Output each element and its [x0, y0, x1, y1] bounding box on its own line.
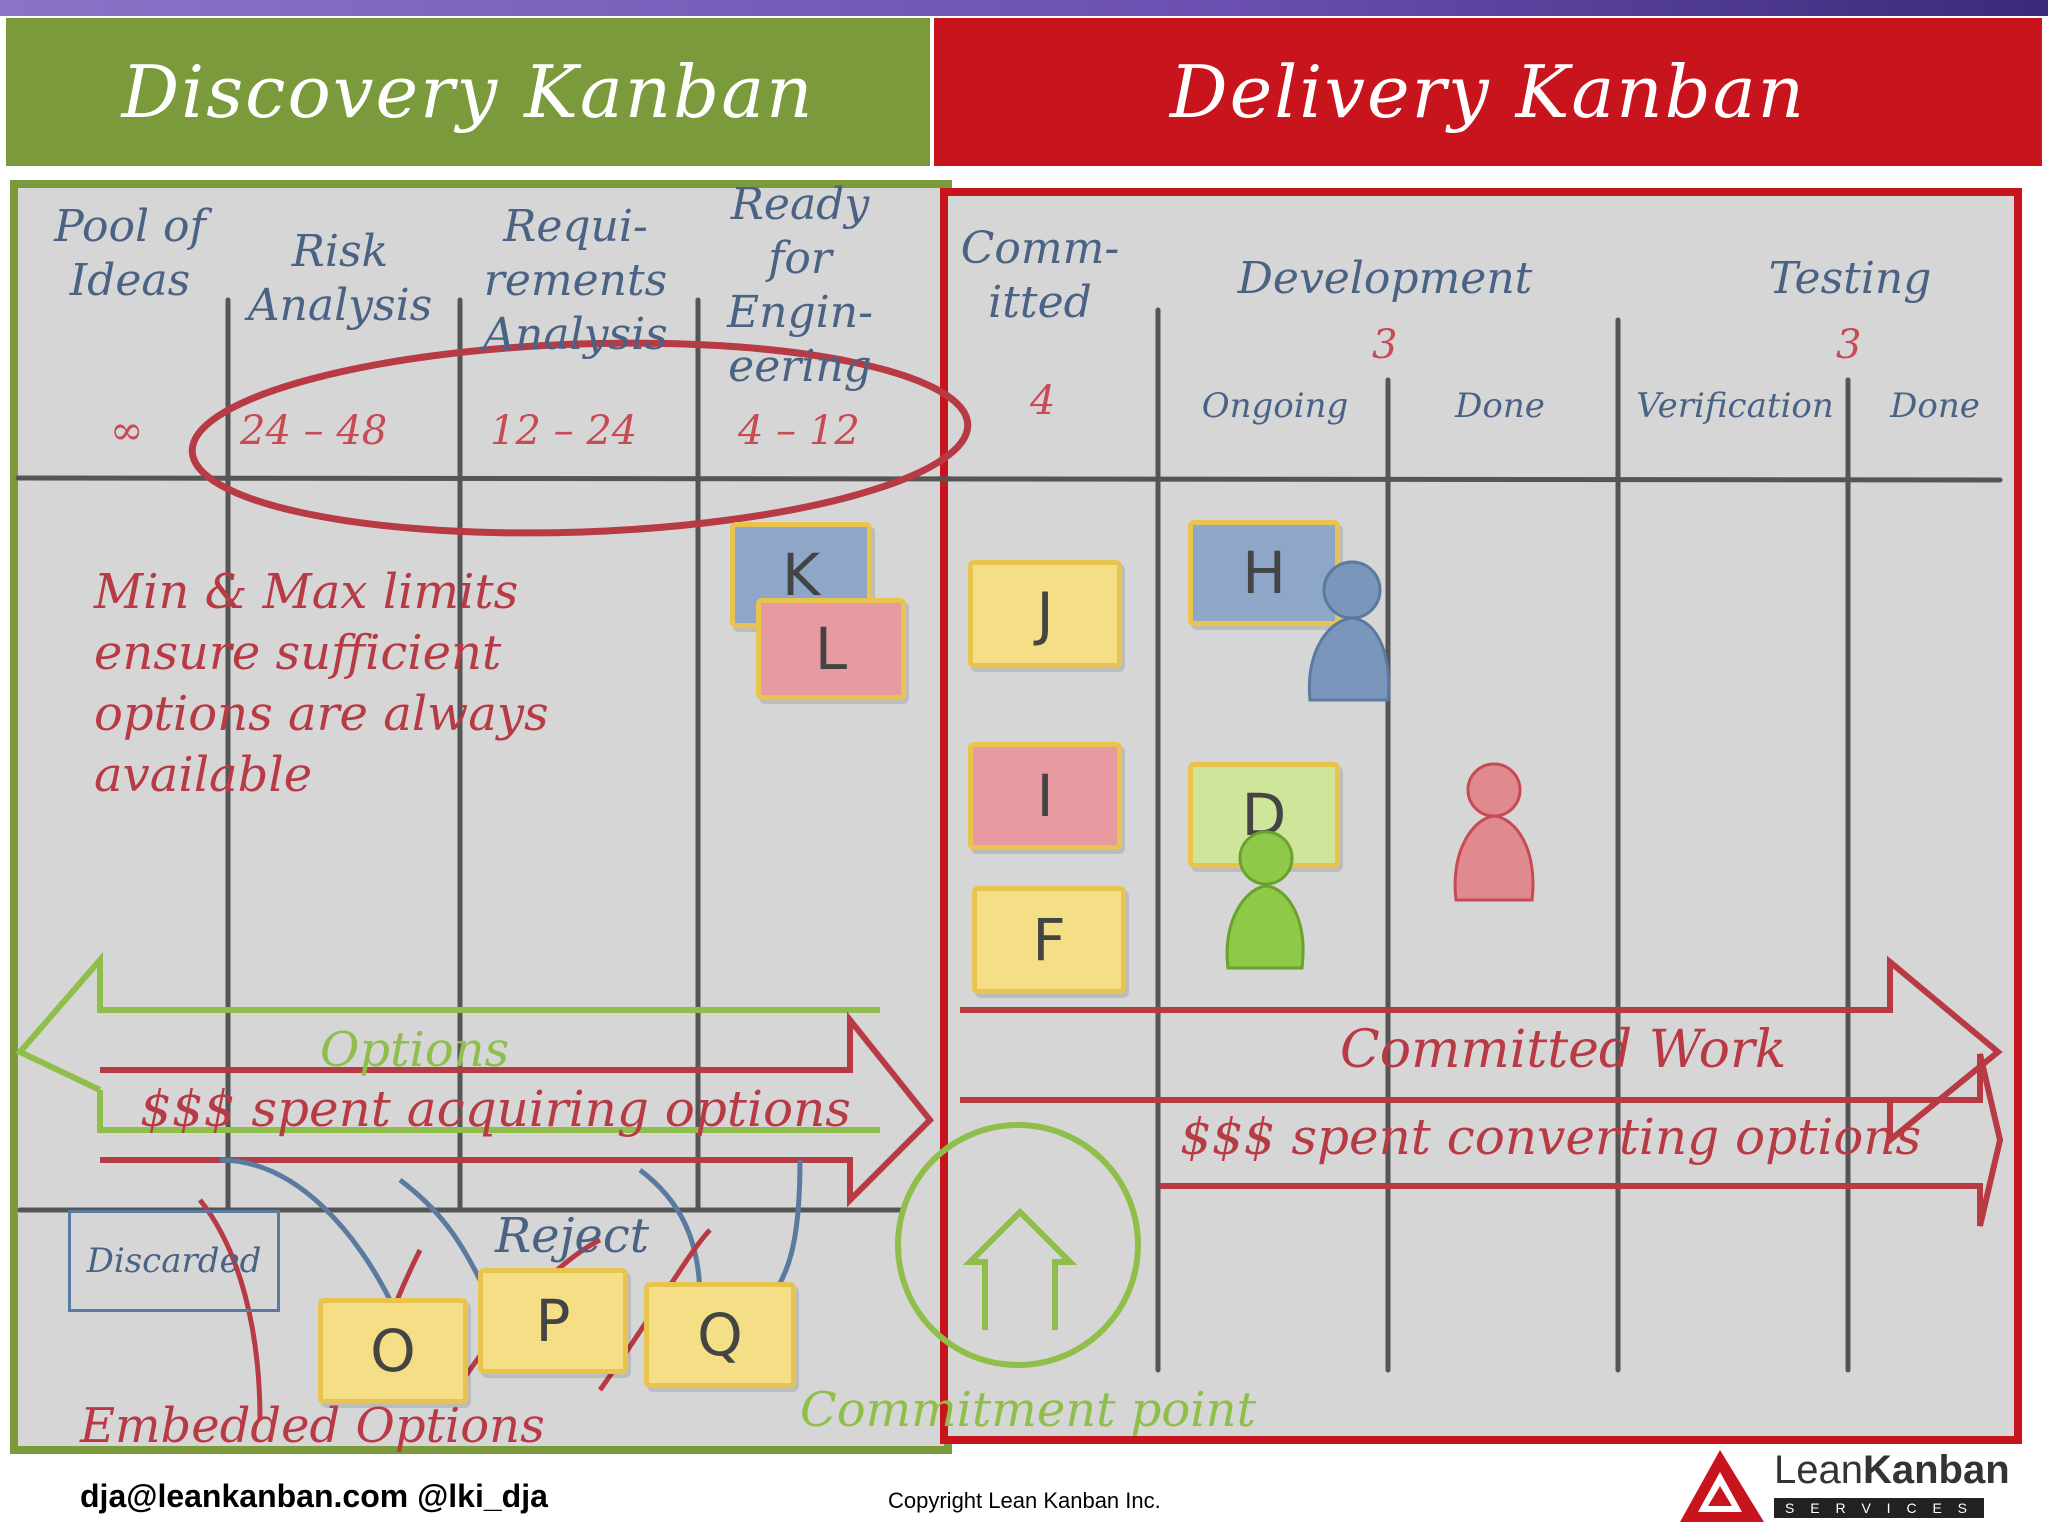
subcolumn-test-done: Done	[1890, 386, 1980, 426]
leankanban-logo: LeanKanban S E R V I C E S	[1680, 1446, 2010, 1526]
limit-risk-analysis: 24 – 48	[240, 408, 388, 454]
column-header-ready-for-engineering: Ready for Engin-eering	[727, 179, 873, 392]
subcolumn-ongoing: Ongoing	[1201, 386, 1349, 426]
delivery-kanban-title: Delivery Kanban	[1169, 50, 1807, 134]
note-line: ensure sufficient	[94, 625, 502, 681]
committed-work-label: Committed Work	[1340, 1020, 1787, 1080]
commitment-point-circle	[895, 1122, 1141, 1368]
column-header-committed: Comm-itted	[960, 223, 1120, 328]
limit-development: 3	[1372, 322, 1398, 368]
limit-max: 24	[586, 408, 638, 454]
footer-copyright: Copyright Lean Kanban Inc.	[888, 1488, 1161, 1513]
logo-mark-icon	[1680, 1450, 1764, 1522]
options-arrow	[15, 951, 880, 1133]
discarded-box: Discarded	[68, 1210, 280, 1312]
acquiring-arrow	[100, 1011, 935, 1208]
limit-max: 48	[336, 408, 388, 454]
header-divider-line	[15, 475, 2003, 483]
column-header-development: Development	[1237, 253, 1533, 304]
column-header-risk-analysis: Risk Analysis	[247, 226, 433, 331]
card-d[interactable]: D	[1188, 762, 1340, 868]
limit-committed: 4	[1030, 378, 1056, 424]
discovery-kanban-header: Discovery Kanban	[6, 18, 930, 166]
embedded-options-label: Embedded Options	[80, 1398, 545, 1454]
limit-requirements-analysis: 12 – 24	[490, 408, 638, 454]
column-header-testing: Testing	[1768, 253, 1932, 304]
reject-label: Reject	[495, 1208, 650, 1264]
card-f[interactable]: F	[972, 886, 1126, 994]
card-o[interactable]: O	[318, 1298, 468, 1404]
card-l[interactable]: L	[756, 598, 906, 700]
card-q[interactable]: Q	[644, 1282, 796, 1388]
limit-max: 12	[808, 408, 860, 454]
card-j[interactable]: J	[968, 560, 1122, 668]
minmax-note: Min & Max limits ensure sufficient optio…	[94, 562, 549, 806]
column-header-pool-of-ideas: Pool of Ideas	[54, 201, 206, 306]
footer-contact: dja@leankanban.com @lki_dja	[80, 1478, 548, 1514]
discarded-label: Discarded	[86, 1241, 262, 1281]
logo-lean: Lean	[1774, 1448, 1863, 1492]
note-line: options are always	[94, 686, 549, 742]
commitment-arrow-icon	[962, 1207, 1078, 1330]
limit-min: 12	[490, 408, 541, 454]
limit-ready-for-engineering: 4 – 12	[738, 408, 860, 454]
top-accent-bar	[0, 0, 2048, 16]
limit-pool-of-ideas: ∞	[110, 408, 144, 454]
limit-min: 4	[738, 408, 764, 454]
card-h[interactable]: H	[1188, 520, 1340, 626]
card-p[interactable]: P	[478, 1268, 628, 1374]
spent-acquiring-label: $$$ spent acquiring options	[140, 1080, 851, 1138]
logo-kanban: Kanban	[1862, 1448, 2010, 1492]
limits-highlight-ellipse	[188, 339, 972, 537]
limit-min: 24	[240, 408, 291, 454]
spent-converting-label: $$$ spent converting options	[1180, 1108, 1922, 1166]
column-header-requirements-analysis: Requi-rements Analysis	[483, 201, 668, 360]
logo-wordmark: LeanKanban	[1774, 1448, 2010, 1493]
commitment-point-label: Commitment point	[800, 1382, 1256, 1438]
limit-testing: 3	[1836, 322, 1862, 368]
delivery-kanban-header: Delivery Kanban	[934, 18, 2042, 166]
discovery-kanban-title: Discovery Kanban	[121, 50, 815, 134]
committed-work-arrow	[960, 955, 2004, 1227]
subcolumn-dev-done: Done	[1455, 386, 1545, 426]
note-line: available	[94, 747, 313, 803]
options-label: Options	[320, 1022, 510, 1078]
card-i[interactable]: I	[968, 742, 1122, 850]
logo-services: S E R V I C E S	[1774, 1498, 1984, 1518]
note-line: Min & Max limits	[94, 564, 519, 620]
subcolumn-verification: Verification	[1636, 386, 1834, 426]
